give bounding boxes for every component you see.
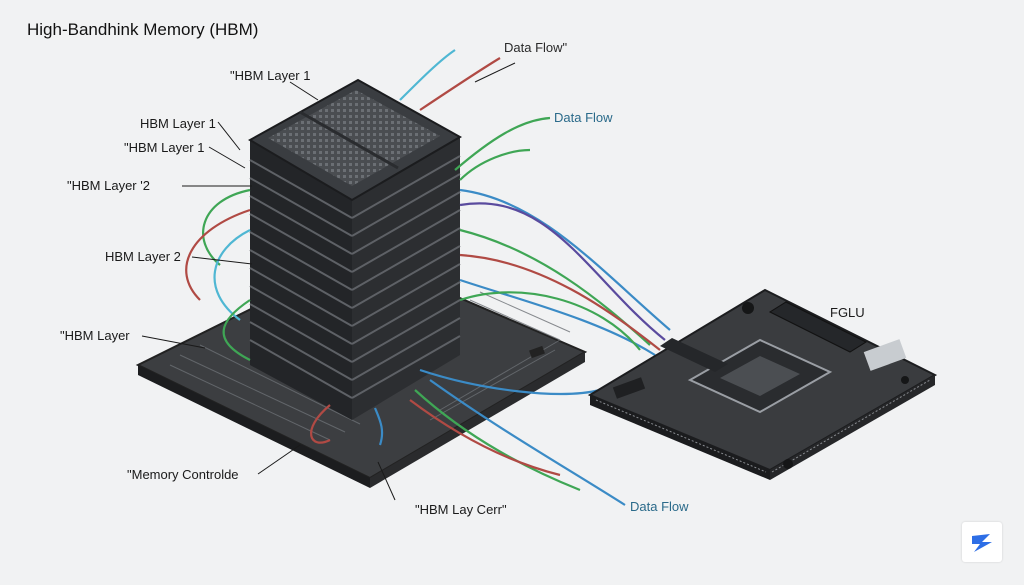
- hbm-stack: [247, 78, 463, 420]
- label-data-flow-mid: Data Flow: [554, 110, 613, 125]
- label-hbm-lay-cerr: "HBM Lay Cerr": [415, 502, 507, 517]
- brand-logo: [962, 522, 1002, 562]
- logo-icon: [972, 534, 992, 552]
- label-data-flow-top: Data Flow": [504, 40, 568, 55]
- label-memory-controller: "Memory Controlde: [127, 467, 239, 482]
- label-hbm-layer-top: "HBM Layer 1: [230, 68, 311, 83]
- page-title: High-Bandhink Memory (HBM): [27, 20, 259, 39]
- label-data-flow-bottom: Data Flow: [630, 499, 689, 514]
- leader-lines: [141, 62, 516, 501]
- label-hbm-layer-2a: "HBM Layer '2: [67, 178, 150, 193]
- label-hbm-layer: "HBM Layer: [60, 328, 130, 343]
- data-wires: [185, 49, 671, 506]
- label-gpu: FGLU: [830, 305, 865, 320]
- gpu-board: [587, 288, 938, 480]
- label-hbm-layer-1b: "HBM Layer 1: [124, 140, 205, 155]
- label-hbm-layer-2b: HBM Layer 2: [105, 249, 181, 264]
- label-hbm-layer-1a: HBM Layer 1: [140, 116, 216, 131]
